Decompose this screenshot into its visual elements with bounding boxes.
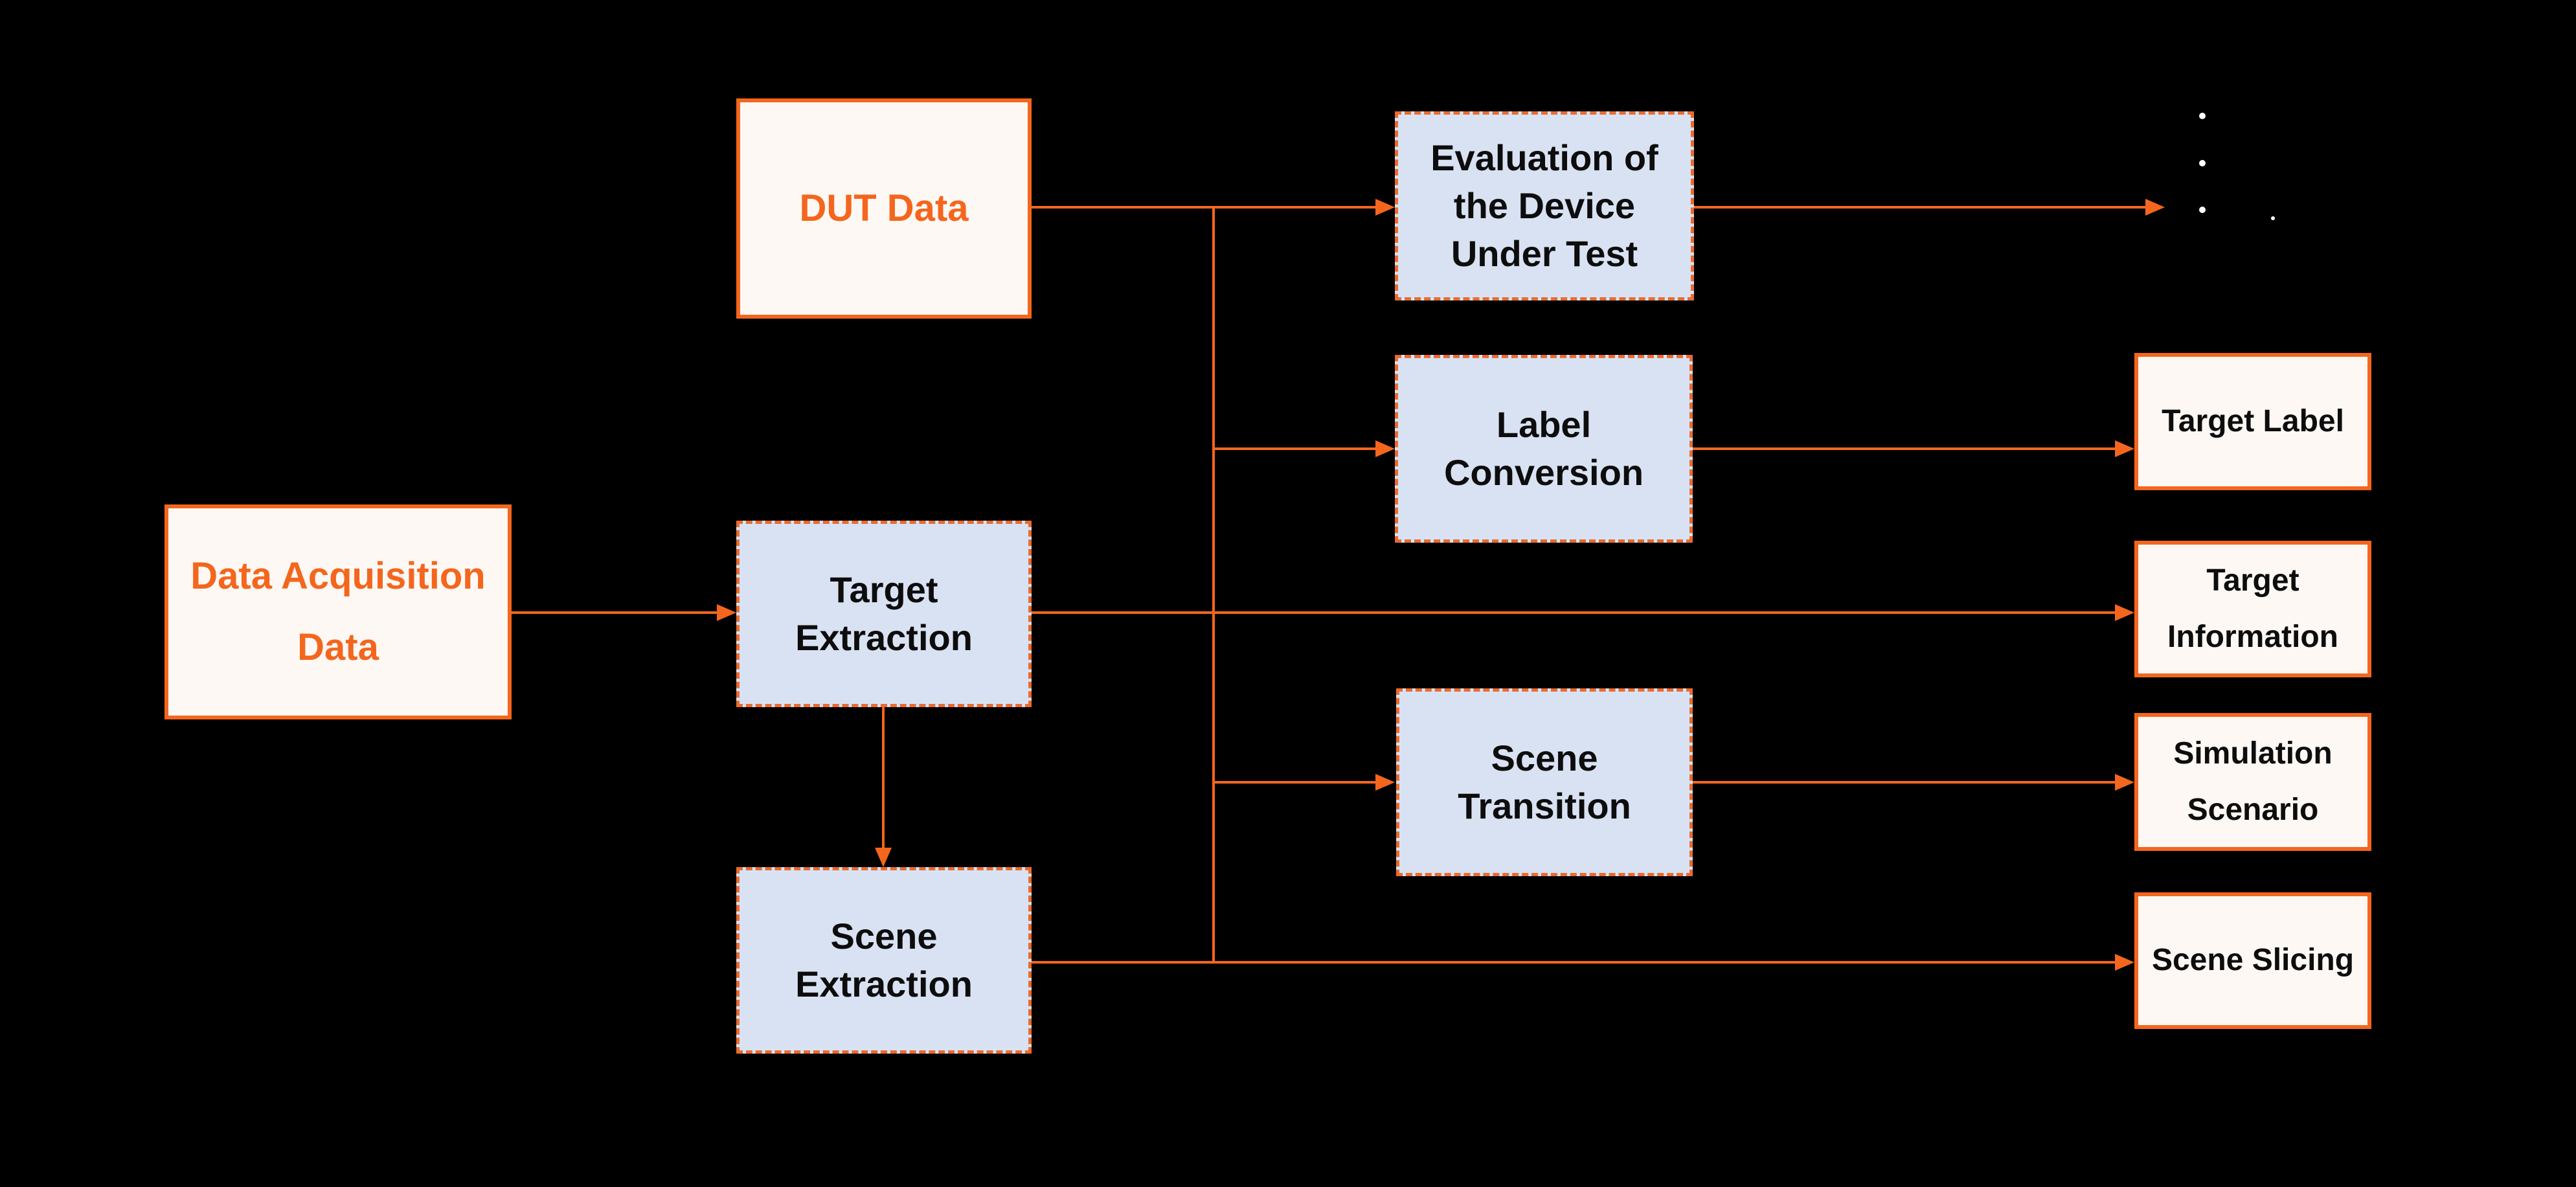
node-target-label: Target Label: [2134, 353, 2371, 490]
node-label-line: Data: [297, 626, 379, 668]
node-label-line: Data Acquisition: [190, 554, 486, 597]
node-label-line: Conversion: [1443, 452, 1644, 493]
node-label-line: DUT Data: [799, 187, 969, 229]
node-label-line: Transition: [1458, 786, 1631, 826]
arrowhead-into-simulation-scenario: [2115, 774, 2134, 791]
node-label-conversion: Label Conversion: [1395, 355, 1693, 543]
connector-label-conversion-to-target-label: [1692, 447, 2116, 450]
node-label-line: Scene Slicing: [2151, 943, 2355, 978]
node-label-line: Target: [2206, 563, 2299, 598]
node-label-line: Evaluation of: [1430, 137, 1658, 179]
node-label-line: Label: [1496, 404, 1592, 446]
arrowhead-into-label-conversion: [1375, 440, 1395, 457]
connector-trunk-to-scene-transition: [1214, 781, 1377, 784]
arrowhead-into-target-extraction: [717, 604, 736, 621]
node-target-extraction: Target Extraction: [736, 521, 1032, 707]
node-label-line: Information: [2167, 619, 2338, 654]
connector-target-extraction-to-scene-extraction: [882, 707, 885, 849]
arrowhead-more-outputs: [2145, 199, 2165, 216]
node-evaluation-of-dut: Evaluation of the Device Under Test: [1395, 111, 1694, 300]
arrowhead-into-scene-transition: [1375, 774, 1395, 791]
node-label-line: Scenario: [2187, 792, 2319, 827]
node-label-line: Scene: [830, 916, 938, 957]
arrowhead-into-scene-slicing: [2115, 954, 2134, 971]
connector-daq-to-target-extraction: [511, 611, 718, 614]
node-label-line: Simulation: [2173, 736, 2333, 771]
node-data-acquisition-data: Data Acquisition Data: [164, 504, 512, 719]
node-label-line: Under Test: [1451, 232, 1638, 274]
arrowhead-into-target-label: [2115, 440, 2134, 457]
connector-evaluation-to-more-outputs: [1693, 206, 2147, 209]
node-simulation-scenario: Simulation Scenario: [2134, 713, 2371, 851]
connector-target-extraction-to-target-information: [1030, 611, 2116, 614]
node-dut-data: DUT Data: [736, 98, 1032, 319]
ellipsis-dot: [2199, 113, 2206, 119]
connector-scene-transition-to-simulation-scenario: [1692, 781, 2116, 784]
node-label-line: the Device: [1453, 185, 1636, 227]
node-scene-slicing: Scene Slicing: [2134, 892, 2371, 1029]
node-label-line: Target Label: [2162, 403, 2344, 438]
connector-shared-trunk: [1212, 206, 1215, 964]
node-label-line: Extraction: [795, 617, 973, 658]
ellipsis-dot: [2199, 207, 2206, 213]
node-label-line: Extraction: [795, 964, 973, 1004]
node-scene-transition: Scene Transition: [1396, 688, 1693, 876]
node-label-line: Target: [830, 569, 938, 611]
node-label-line: Scene: [1491, 738, 1598, 779]
ellipsis-small-dot: [2271, 216, 2275, 220]
arrowhead-into-scene-extraction: [875, 848, 892, 867]
arrowhead-into-target-information: [2115, 604, 2134, 621]
node-target-information: Target Information: [2134, 541, 2371, 677]
arrowhead-into-evaluation: [1375, 199, 1395, 216]
connector-dut-to-evaluation: [1029, 206, 1377, 209]
ellipsis-dot: [2199, 160, 2206, 166]
connector-scene-extraction-to-scene-slicing: [1030, 961, 2116, 964]
connector-trunk-to-label-conversion: [1214, 447, 1377, 450]
node-scene-extraction: Scene Extraction: [736, 867, 1032, 1054]
